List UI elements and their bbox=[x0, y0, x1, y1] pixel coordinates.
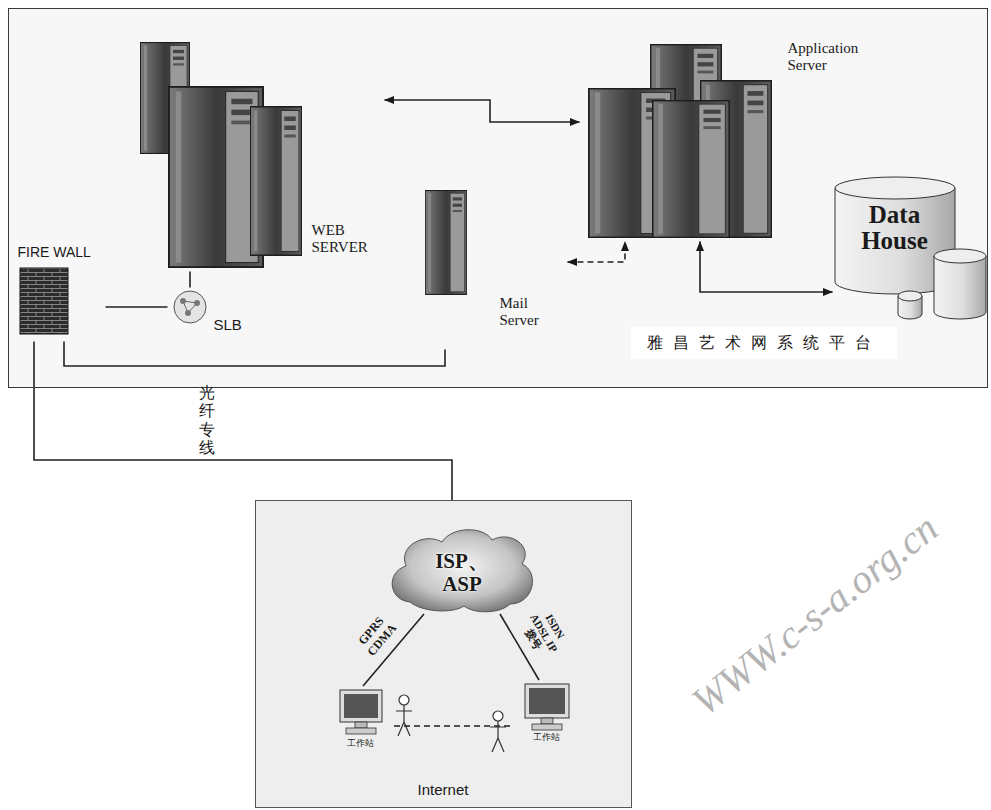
balancer-label: SLB bbox=[214, 316, 242, 333]
user-figure bbox=[396, 695, 412, 736]
connector-line bbox=[568, 242, 626, 263]
workstation-icon bbox=[525, 684, 569, 730]
database-cylinders bbox=[835, 177, 986, 319]
workstation: 工作站 bbox=[512, 680, 582, 752]
connector-line bbox=[700, 242, 833, 293]
application-server-towers bbox=[589, 45, 771, 238]
cylinder-top bbox=[898, 291, 922, 301]
connector-line bbox=[34, 342, 452, 501]
connector-line bbox=[64, 342, 445, 367]
server-label: WEB SERVER bbox=[312, 222, 382, 257]
mail-server: Mail Server bbox=[420, 185, 568, 350]
cylinder-top bbox=[934, 249, 986, 263]
web-server-towers bbox=[141, 43, 302, 268]
connector-line bbox=[385, 100, 580, 122]
web-server-cluster: WEB SERVER bbox=[130, 40, 385, 272]
server-tower bbox=[251, 107, 302, 256]
isp-cloud: ISP、ASP bbox=[390, 532, 534, 614]
connector-line bbox=[189, 272, 191, 288]
user-figure bbox=[490, 711, 506, 752]
firewall-label: FIRE WALL bbox=[18, 244, 91, 260]
workstation-label: 工作站 bbox=[512, 732, 580, 742]
load-balancer-symbol bbox=[174, 291, 206, 323]
region-label: Internet bbox=[256, 781, 630, 798]
internet-region: InternetISP、ASP工作站工作站 bbox=[255, 500, 632, 808]
server-tower bbox=[169, 87, 263, 267]
data-warehouse: Data House bbox=[833, 174, 985, 324]
server-label: Mail Server bbox=[500, 295, 560, 330]
database-label: Data House bbox=[840, 202, 950, 255]
connector-line bbox=[106, 306, 168, 308]
platform-title: 雅昌艺术网系统平台 bbox=[631, 327, 897, 359]
connection-label: 光纤专线 bbox=[199, 384, 225, 458]
region-ground bbox=[255, 500, 632, 808]
firewall: FIRE WALL bbox=[14, 240, 106, 342]
platform-region: 雅昌艺术网系统平台 WEB SERVER Application ServerDat… bbox=[8, 8, 988, 388]
region-ground bbox=[8, 8, 988, 388]
watermark-holder: WWW.c-s-a.org.cn bbox=[684, 506, 946, 724]
cloud-label: ISP、ASP bbox=[422, 550, 502, 596]
server-tower bbox=[653, 101, 729, 238]
workstation-icon bbox=[340, 690, 382, 734]
cylinder-top bbox=[835, 177, 955, 199]
workstation: 工作站 bbox=[328, 686, 394, 758]
load-balancer: SLB bbox=[168, 288, 252, 340]
mail-server-tower bbox=[425, 191, 466, 295]
application-server-cluster: Application Server bbox=[580, 38, 900, 242]
firewall-wall bbox=[20, 268, 68, 334]
connector-line bbox=[394, 725, 512, 727]
watermark: WWW.c-s-a.org.cn bbox=[684, 506, 946, 724]
cloud-shape bbox=[392, 530, 532, 612]
cylinder-body bbox=[934, 256, 986, 319]
server-label: Application Server bbox=[788, 40, 888, 75]
edge-label-holder: 光纤专线 bbox=[199, 384, 225, 458]
workstation-label: 工作站 bbox=[328, 738, 392, 748]
